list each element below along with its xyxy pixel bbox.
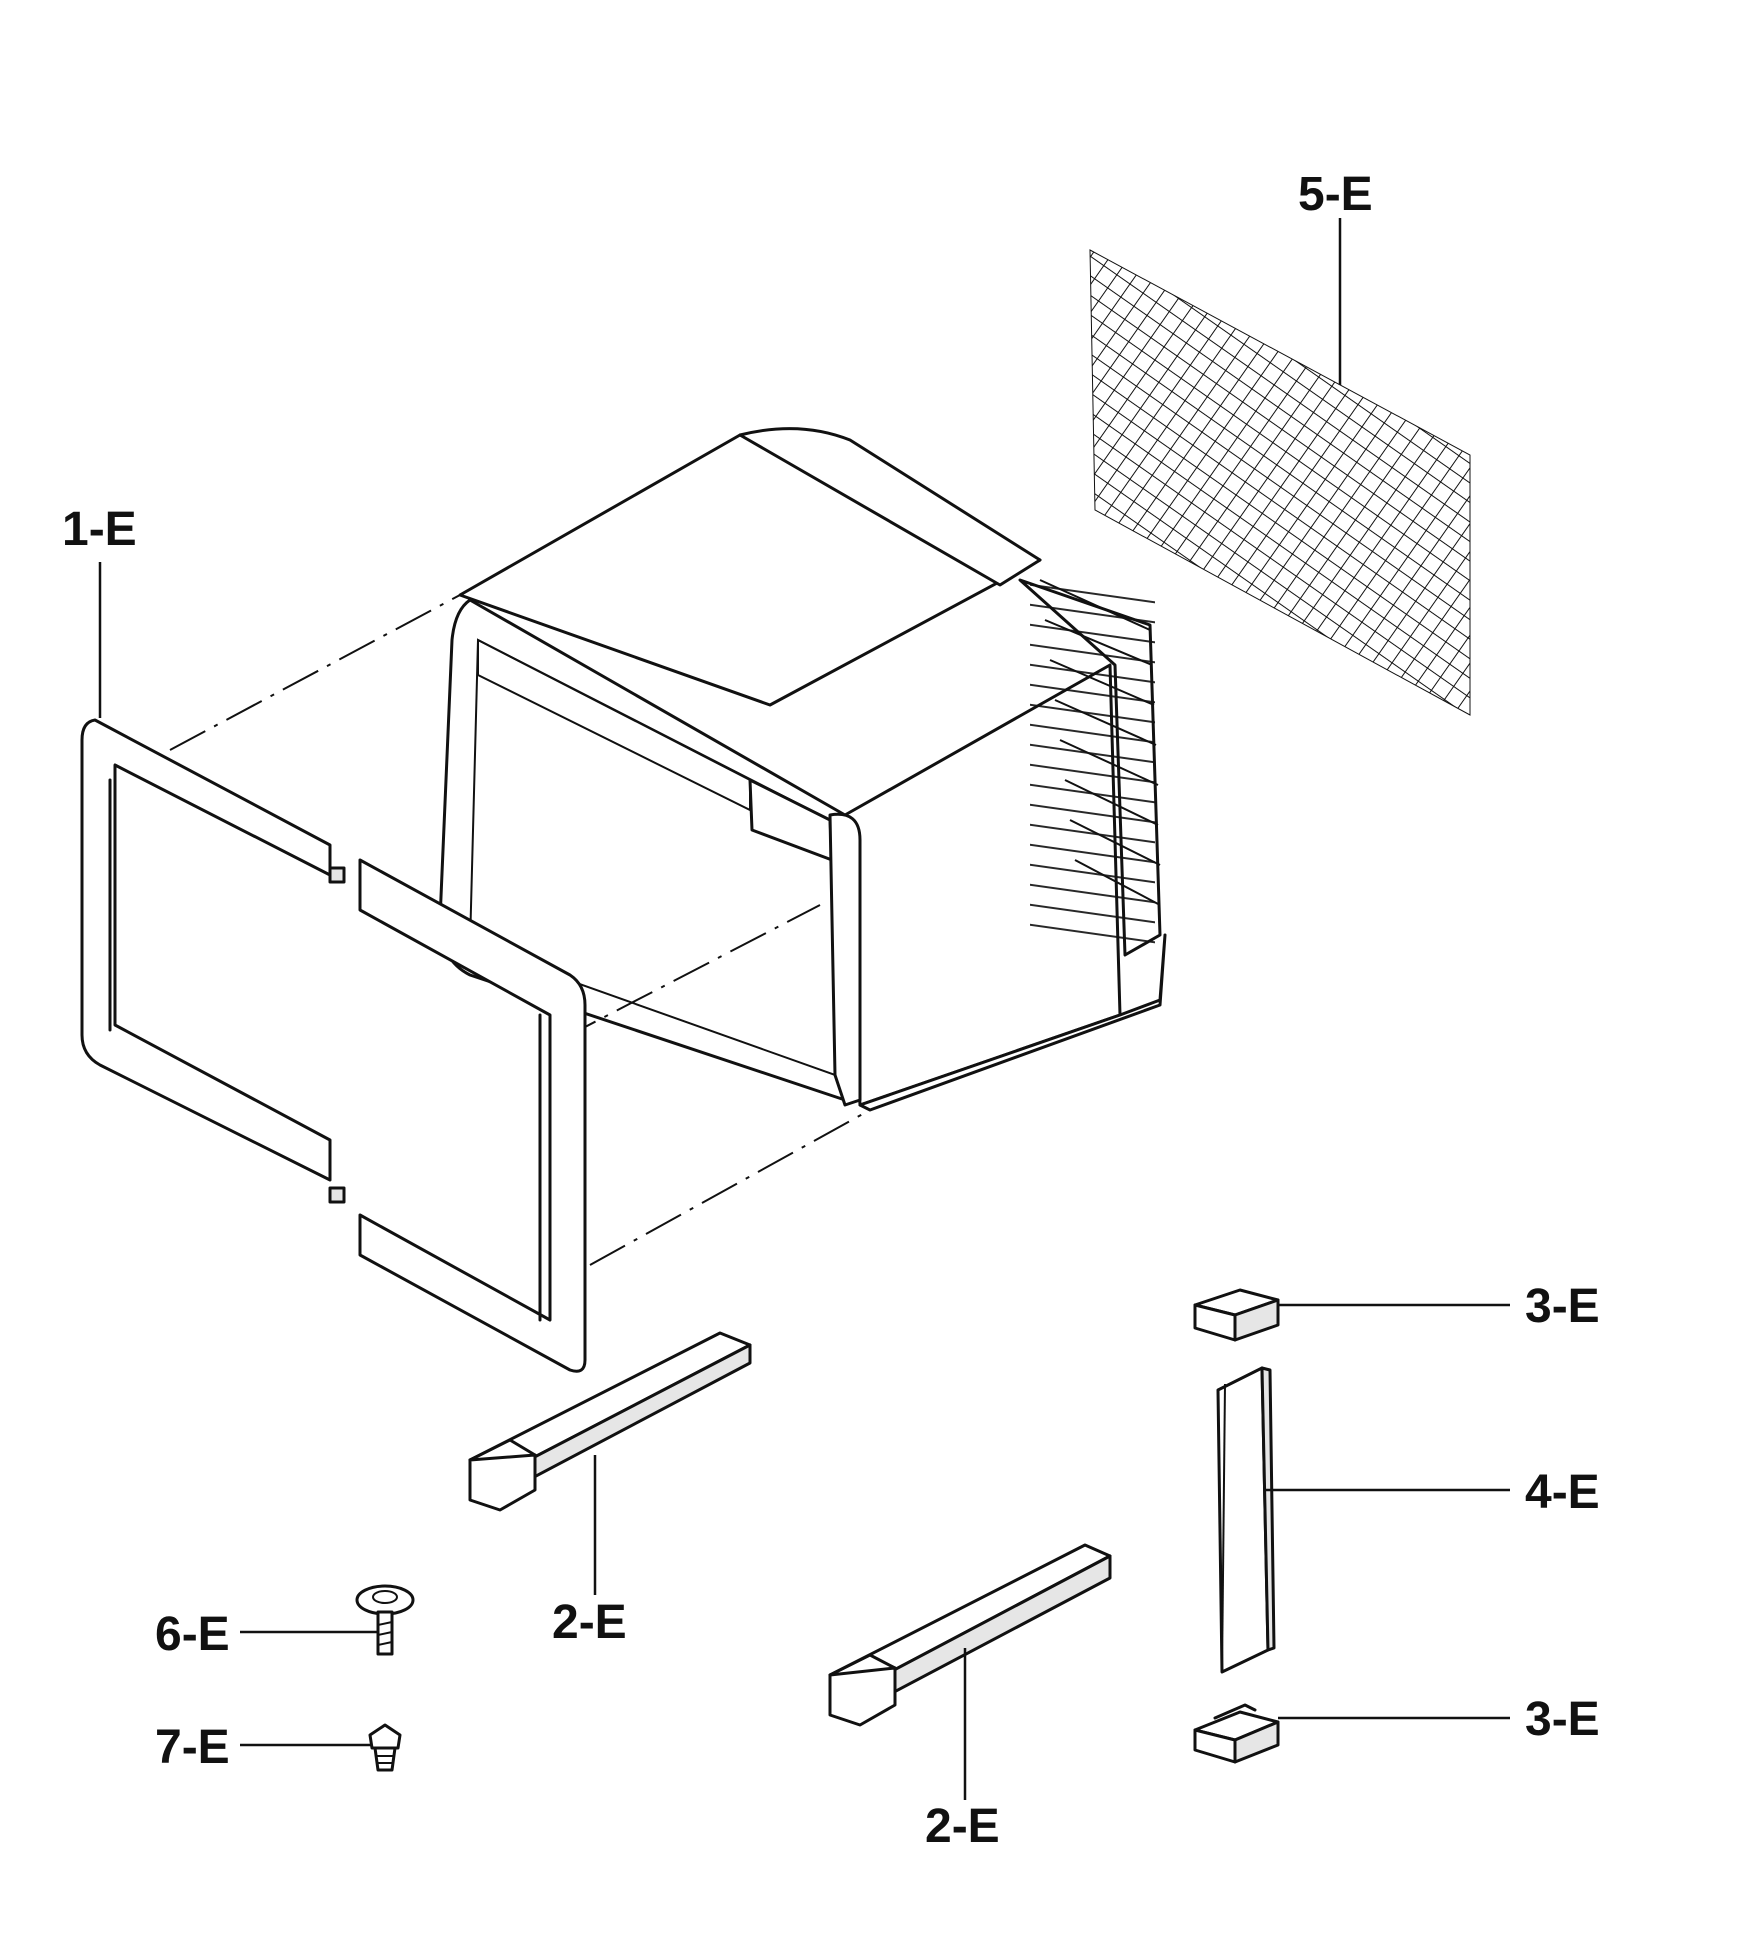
label-6-e: 6-E xyxy=(155,1608,230,1661)
curtain-panel xyxy=(1216,1366,1276,1674)
mounting-frame xyxy=(80,718,587,1373)
label-2-e-lower: 2-E xyxy=(925,1800,1000,1853)
label-7-e: 7-E xyxy=(155,1721,230,1774)
side-bar-lower xyxy=(828,1543,1112,1727)
label-5-e: 5-E xyxy=(1298,168,1373,221)
label-2-e-upper: 2-E xyxy=(552,1596,627,1649)
label-3-e-top: 3-E xyxy=(1525,1280,1600,1333)
leader-lines xyxy=(98,218,1510,1800)
label-1-e: 1-E xyxy=(62,503,137,556)
part-labels: 1-E 5-E 3-E 4-E 3-E 2-E 2-E 6-E 7-E xyxy=(62,168,1600,1853)
label-4-e: 4-E xyxy=(1525,1466,1600,1519)
screw-icon xyxy=(355,1584,415,1656)
alignment-lines xyxy=(169,594,871,1266)
condenser-coil xyxy=(1018,569,1162,957)
curtain-cap-bottom xyxy=(1193,1703,1280,1764)
filter-mesh xyxy=(1089,249,1471,716)
side-bar-upper xyxy=(468,1331,752,1512)
curtain-cap-top xyxy=(1193,1288,1280,1342)
label-3-e-bottom: 3-E xyxy=(1525,1693,1600,1746)
fastener-icon xyxy=(368,1723,402,1772)
